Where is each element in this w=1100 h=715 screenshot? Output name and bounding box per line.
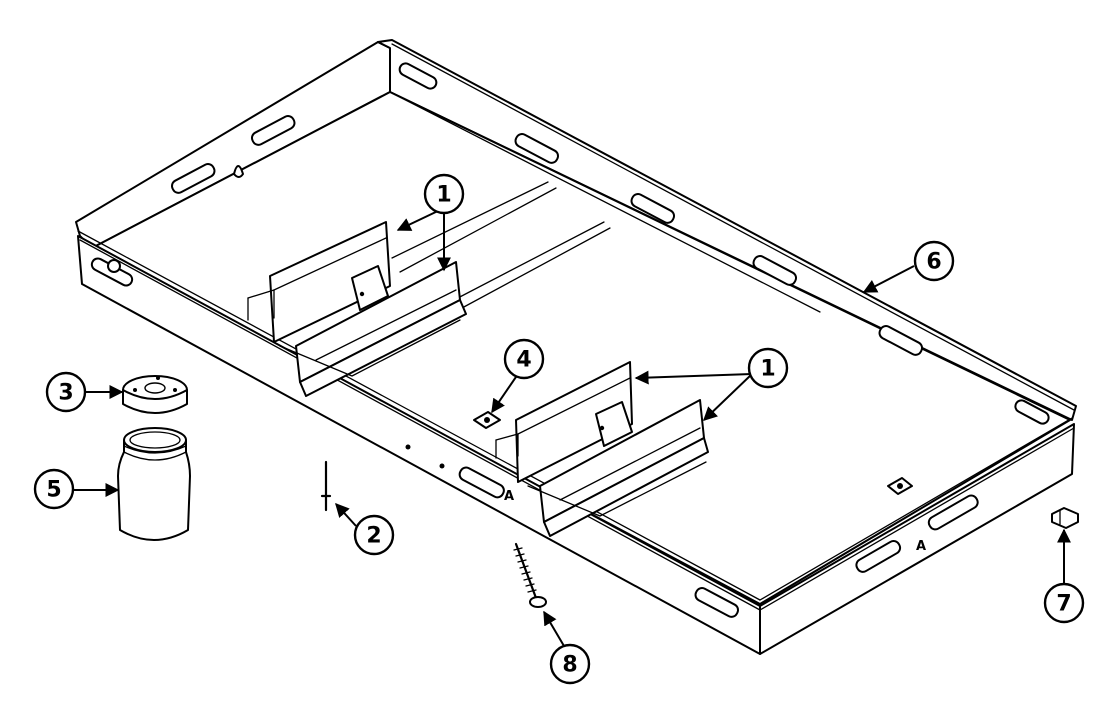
front-right-wall-slots: A bbox=[855, 494, 979, 573]
callout-1b: 1 bbox=[634, 347, 789, 421]
back-right-wall-slots bbox=[514, 133, 1050, 425]
callout-1a-label: 1 bbox=[436, 183, 451, 208]
screw-part bbox=[513, 542, 547, 608]
callout-6: 6 bbox=[862, 240, 955, 293]
bracket-left bbox=[247, 221, 467, 397]
callout-8-label: 8 bbox=[562, 653, 577, 678]
callout-1a: 1 bbox=[396, 173, 465, 272]
stamp-front: A bbox=[504, 489, 514, 504]
pin-part bbox=[320, 460, 332, 512]
callout-4: 4 bbox=[491, 338, 545, 414]
callout-2-label: 2 bbox=[366, 524, 381, 549]
callout-1b-label: 1 bbox=[760, 357, 775, 382]
front-left-wall-slots: A bbox=[90, 257, 740, 618]
callout-7: 7 bbox=[1043, 528, 1085, 624]
callout-3: 3 bbox=[45, 371, 124, 413]
cap-part bbox=[122, 375, 188, 414]
callout-2: 2 bbox=[335, 502, 395, 556]
pan-front-right-wall bbox=[759, 423, 1075, 655]
cage-nut-left bbox=[473, 411, 501, 429]
callout-5-label: 5 bbox=[46, 478, 61, 503]
pan-back-right-wall bbox=[377, 39, 1077, 421]
bracket-right bbox=[495, 361, 709, 537]
callout-5: 5 bbox=[33, 468, 120, 510]
base-pan: A A bbox=[75, 39, 1077, 655]
cage-nut-right bbox=[887, 477, 913, 495]
callout-8: 8 bbox=[543, 610, 591, 685]
callout-3-label: 3 bbox=[58, 381, 73, 406]
callout-4-label: 4 bbox=[516, 348, 531, 373]
callout-7-label: 7 bbox=[1056, 592, 1071, 617]
back-left-wall-slots bbox=[170, 62, 438, 194]
stamp-right: A bbox=[916, 539, 926, 554]
jar-part bbox=[117, 427, 191, 541]
callout-6-label: 6 bbox=[926, 250, 941, 275]
clip-part bbox=[1051, 507, 1079, 529]
